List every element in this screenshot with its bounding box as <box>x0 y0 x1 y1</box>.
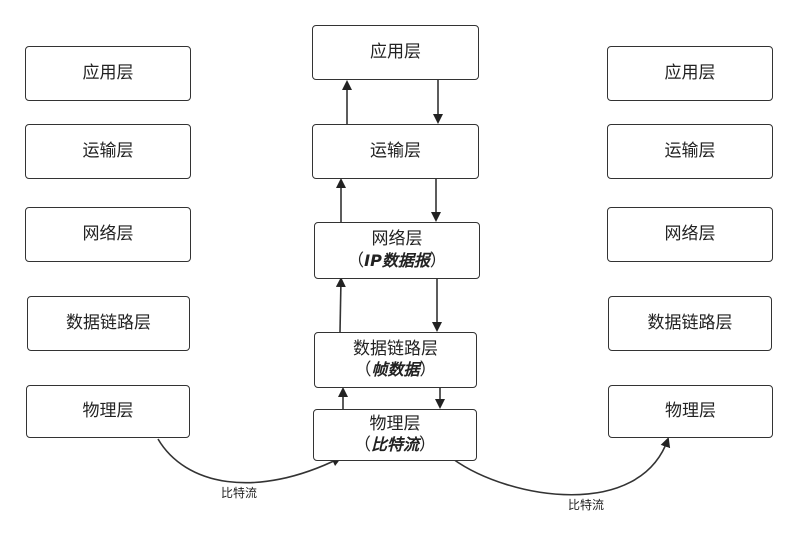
middle-application-layer: 应用层 <box>312 25 479 80</box>
left-transport-layer: 运输层 <box>25 124 191 179</box>
left-application-layer: 应用层 <box>25 46 191 101</box>
left-datalink-layer: 数据链路层 <box>27 296 190 351</box>
edge-label-right-bitstream: 比特流 <box>566 496 607 513</box>
curve-middle-to-right-physical <box>452 437 671 496</box>
physical-pdu: （比特流） <box>353 435 436 455</box>
right-application-layer: 应用层 <box>607 46 773 101</box>
middle-network-layer: 网络层 （IP数据报） <box>314 222 480 279</box>
middle-transport-layer: 运输层 <box>312 124 479 179</box>
curve-left-physical-to-middle <box>157 438 342 484</box>
arrow-up-datalink-to-network <box>335 277 346 333</box>
edge-label-left-bitstream: 比特流 <box>219 484 260 501</box>
network-pdu: （IP数据报） <box>347 250 447 271</box>
right-datalink-layer: 数据链路层 <box>608 296 772 351</box>
left-physical-layer: 物理层 <box>26 385 190 438</box>
right-transport-layer: 运输层 <box>607 124 773 179</box>
middle-physical-layer: 物理层 （比特流） <box>313 409 477 461</box>
right-network-layer: 网络层 <box>607 207 773 262</box>
datalink-pdu: （帧数据） <box>354 360 437 380</box>
left-network-layer: 网络层 <box>25 207 191 262</box>
right-physical-layer: 物理层 <box>608 385 773 438</box>
middle-datalink-layer: 数据链路层 （帧数据） <box>314 332 477 388</box>
